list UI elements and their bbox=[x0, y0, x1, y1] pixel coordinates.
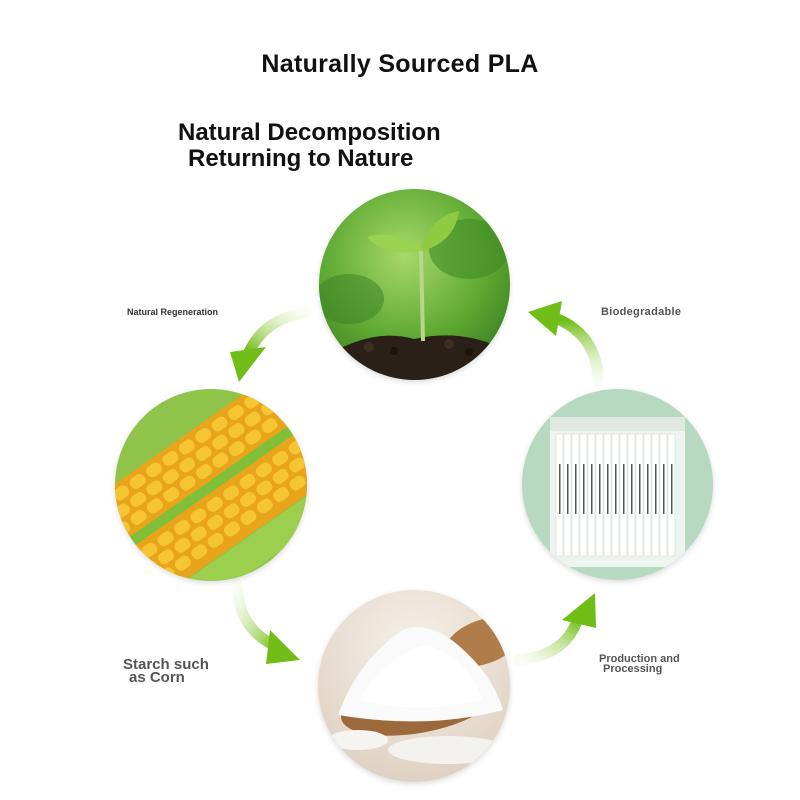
straws-image bbox=[522, 389, 713, 580]
label-starch-line-1: Starch such bbox=[123, 656, 209, 673]
arrow-starch bbox=[231, 578, 300, 664]
seedling-image bbox=[319, 189, 510, 380]
subtitle-line-1: Natural Decomposition bbox=[178, 119, 441, 146]
label-production-line-2: Processing bbox=[603, 663, 663, 675]
label-production-line-1: Production and bbox=[599, 653, 680, 665]
corn-image bbox=[115, 389, 307, 581]
page-title: Naturally Sourced PLA bbox=[261, 50, 539, 78]
label-starch: Starch such as Corn bbox=[123, 656, 209, 686]
arrow-biodegradable bbox=[528, 301, 604, 388]
arrow-regeneration bbox=[230, 307, 312, 382]
label-natural-regeneration: Natural Regeneration bbox=[127, 307, 219, 317]
arrow-production bbox=[512, 593, 596, 666]
page-subtitle: Natural Decomposition Returning to Natur… bbox=[178, 120, 441, 172]
label-starch-line-2: as Corn bbox=[129, 669, 185, 686]
label-biodegradable: Biodegradable bbox=[601, 306, 682, 318]
subtitle-line-2: Returning to Nature bbox=[188, 145, 414, 172]
starch-image bbox=[318, 590, 510, 782]
label-production: Production and Processing bbox=[599, 653, 680, 675]
